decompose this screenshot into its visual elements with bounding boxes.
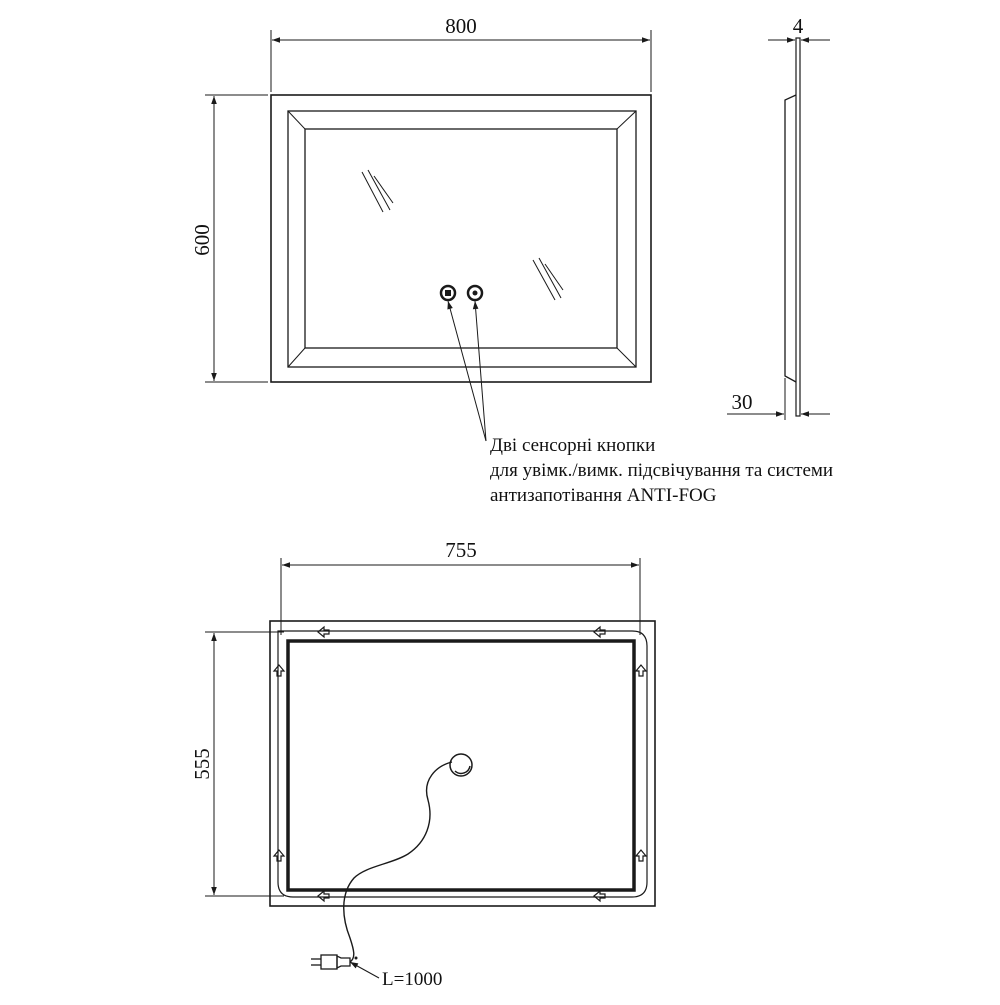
- touch-button-left[interactable]: [439, 284, 457, 302]
- touch-button-right[interactable]: [466, 284, 484, 302]
- rear-width-dimension: [280, 558, 641, 635]
- mirror-bevel-outer: [287, 110, 637, 368]
- side-depth-dimension: [727, 378, 830, 420]
- glass-reflection-marks: [361, 169, 564, 301]
- bevel-corner-lines: [287, 110, 637, 368]
- rear-view: L=1000 755 555: [190, 538, 656, 990]
- front-height-dimension: [205, 94, 268, 383]
- touch-buttons-note-line2: для увімк./вимк. підсвічування та систем…: [490, 460, 833, 481]
- clip-top-right: [593, 625, 606, 639]
- touch-buttons-callout: [447, 300, 487, 442]
- side-mirror-glass: [795, 37, 801, 417]
- rear-rounded-panel: [277, 630, 648, 898]
- side-depth-label: 30: [732, 390, 753, 414]
- rear-inner-panel: [286, 639, 636, 892]
- clip-left-bottom: [272, 849, 286, 862]
- cable-connector: [449, 753, 473, 777]
- mirror-glass-area: [304, 128, 618, 349]
- rear-outer-frame: [269, 620, 656, 907]
- cable-wire: [343, 761, 453, 963]
- clip-right-bottom: [634, 849, 648, 862]
- clip-bottom-right: [593, 889, 606, 903]
- mirror-outer-frame: [270, 94, 652, 383]
- side-view: 4 30: [727, 14, 830, 420]
- clip-left-top: [272, 664, 286, 677]
- side-thickness-label: 4: [793, 14, 804, 38]
- clip-top-left: [317, 625, 330, 639]
- rear-height-label: 555: [190, 748, 214, 780]
- rear-width-label: 755: [445, 538, 477, 562]
- side-mirror-body: [784, 94, 797, 383]
- front-view: 800 600: [190, 14, 652, 383]
- mounting-clips: [272, 625, 648, 903]
- cable-length-label: L=1000: [382, 969, 442, 990]
- front-height-label: 600: [190, 224, 214, 256]
- front-width-label: 800: [445, 14, 477, 38]
- power-cable: [311, 753, 473, 970]
- power-plug: [311, 954, 351, 970]
- front-width-dimension: [270, 30, 652, 92]
- cable-callout: [349, 961, 380, 979]
- touch-buttons-note-line3: антизапотівання ANTI-FOG: [490, 485, 717, 506]
- clip-right-top: [634, 664, 648, 677]
- clip-bottom-left: [317, 889, 330, 903]
- rear-height-dimension: [205, 631, 284, 897]
- touch-buttons-note-line1: Дві сенсорні кнопки: [490, 435, 655, 456]
